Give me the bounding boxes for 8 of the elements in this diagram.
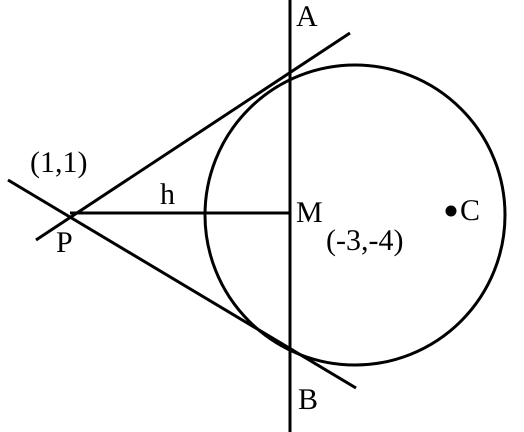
coordinate-label: (1,1) [30,148,88,178]
coordinate-label: (-3,-4) [326,226,404,256]
point-label: B [298,385,318,415]
point-label: C [460,196,480,226]
point-label: M [296,198,323,228]
segment-label: h [160,180,175,210]
point-label: P [56,228,73,258]
point-label: A [296,2,318,32]
